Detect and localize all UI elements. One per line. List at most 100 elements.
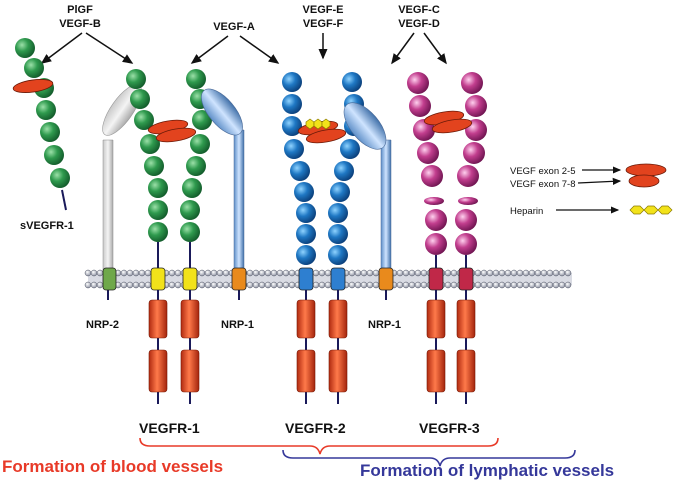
legend-exon25: VEGF exon 2-5 <box>510 166 575 177</box>
lipid-head <box>486 281 494 289</box>
lipid-head <box>168 281 176 289</box>
legend-heparin-icon <box>629 205 673 215</box>
brackets <box>139 437 576 467</box>
lipid-head <box>90 269 98 277</box>
lipid-head <box>216 281 224 289</box>
lipid-head <box>360 281 368 289</box>
lipid-head <box>138 281 146 289</box>
lipid-head <box>258 281 266 289</box>
ligand-plgf: PlGF <box>67 4 93 16</box>
lipid-head <box>258 269 266 277</box>
lipid-head <box>450 269 458 277</box>
lipid-head <box>270 281 278 289</box>
lipid-head <box>408 269 416 277</box>
label-nrp2: NRP-2 <box>86 319 119 331</box>
lipid-head <box>534 269 542 277</box>
lipid-head <box>324 281 332 289</box>
lipid-head <box>312 281 320 289</box>
lipid-head <box>534 281 542 289</box>
lipid-head <box>288 269 296 277</box>
svegfr1-receptor <box>12 38 70 211</box>
lipid-head <box>318 269 326 277</box>
lipid-head <box>222 269 230 277</box>
vegfr2-receptor <box>282 72 364 265</box>
lipid-head <box>498 269 506 277</box>
arrow-to-svegfr1 <box>40 32 83 64</box>
legend-exon78: VEGF exon 7-8 <box>510 179 575 190</box>
label-nrp1-right: NRP-1 <box>368 319 401 331</box>
arrow-vegfc-left <box>391 32 415 65</box>
lipid-head <box>420 269 428 277</box>
lipid-head <box>144 269 152 277</box>
lipid-head <box>204 281 212 289</box>
vegfr3-tm-a <box>428 267 444 291</box>
vegfr2-tm-b <box>330 267 346 291</box>
vegfr1-tm-b <box>182 267 198 291</box>
nrp2-tm <box>102 267 117 291</box>
lipid-head <box>144 281 152 289</box>
lipid-head <box>504 269 512 277</box>
lipid-head <box>486 269 494 277</box>
lipid-head <box>522 281 530 289</box>
title-blood-vessels: Formation of blood vessels <box>2 457 223 476</box>
lipid-head <box>366 281 374 289</box>
lipid-head <box>312 269 320 277</box>
arrow-vegfa-right <box>239 35 280 64</box>
lipid-head <box>414 269 422 277</box>
arrow-vegfa-left <box>190 35 229 64</box>
lipid-head <box>402 281 410 289</box>
lipid-head <box>372 281 380 289</box>
lipid-head <box>84 281 92 289</box>
lipid-head <box>540 269 548 277</box>
lipid-head <box>360 269 368 277</box>
lipid-head <box>132 269 140 277</box>
lipid-head <box>510 281 518 289</box>
legend: VEGF exon 2-5 VEGF exon 7-8 Heparin <box>510 163 673 217</box>
lipid-head <box>510 269 518 277</box>
lipid-head <box>270 269 278 277</box>
lipid-head <box>552 281 560 289</box>
kinase-domains <box>148 290 476 404</box>
lipid-head <box>132 281 140 289</box>
lipid-head <box>264 281 272 289</box>
lipid-head <box>522 269 530 277</box>
lipid-head <box>348 269 356 277</box>
lipid-head <box>372 269 380 277</box>
lipid-head <box>480 281 488 289</box>
title-lymphatic-vessels: Formation of lymphatic vessels <box>360 461 614 480</box>
label-svegfr1: sVEGFR-1 <box>20 220 74 232</box>
lipid-head <box>138 269 146 277</box>
vegfr3-tm-b <box>458 267 474 291</box>
lipid-head <box>222 281 230 289</box>
lipid-head <box>558 269 566 277</box>
vegfr1-tm-a <box>150 267 166 291</box>
lipid-head <box>504 281 512 289</box>
lipid-head <box>198 269 206 277</box>
lipid-head <box>552 269 560 277</box>
lipid-head <box>414 281 422 289</box>
vegfr1-receptor <box>126 69 212 268</box>
legend-heparin: Heparin <box>510 206 543 217</box>
ligand-vegf-d: VEGF-D <box>398 18 440 30</box>
lipid-head <box>348 281 356 289</box>
ligand-vegf-e: VEGF-E <box>303 4 344 16</box>
lipid-head <box>120 269 128 277</box>
lipid-head <box>444 269 452 277</box>
lipid-head <box>276 269 284 277</box>
lipid-head <box>546 281 554 289</box>
vegfr3-receptor <box>407 72 487 268</box>
label-nrp1-left: NRP-1 <box>221 319 254 331</box>
lipid-head <box>558 281 566 289</box>
lipid-head <box>174 269 182 277</box>
lipid-head <box>198 281 206 289</box>
lipid-head <box>450 281 458 289</box>
lipid-head <box>540 281 548 289</box>
lipid-head <box>354 281 362 289</box>
nrp1-left-tm <box>231 267 247 291</box>
lipid-head <box>252 281 260 289</box>
arrow-vegfc-right <box>423 32 447 65</box>
nrp1-right-tm <box>378 267 394 291</box>
lipid-head <box>90 281 98 289</box>
